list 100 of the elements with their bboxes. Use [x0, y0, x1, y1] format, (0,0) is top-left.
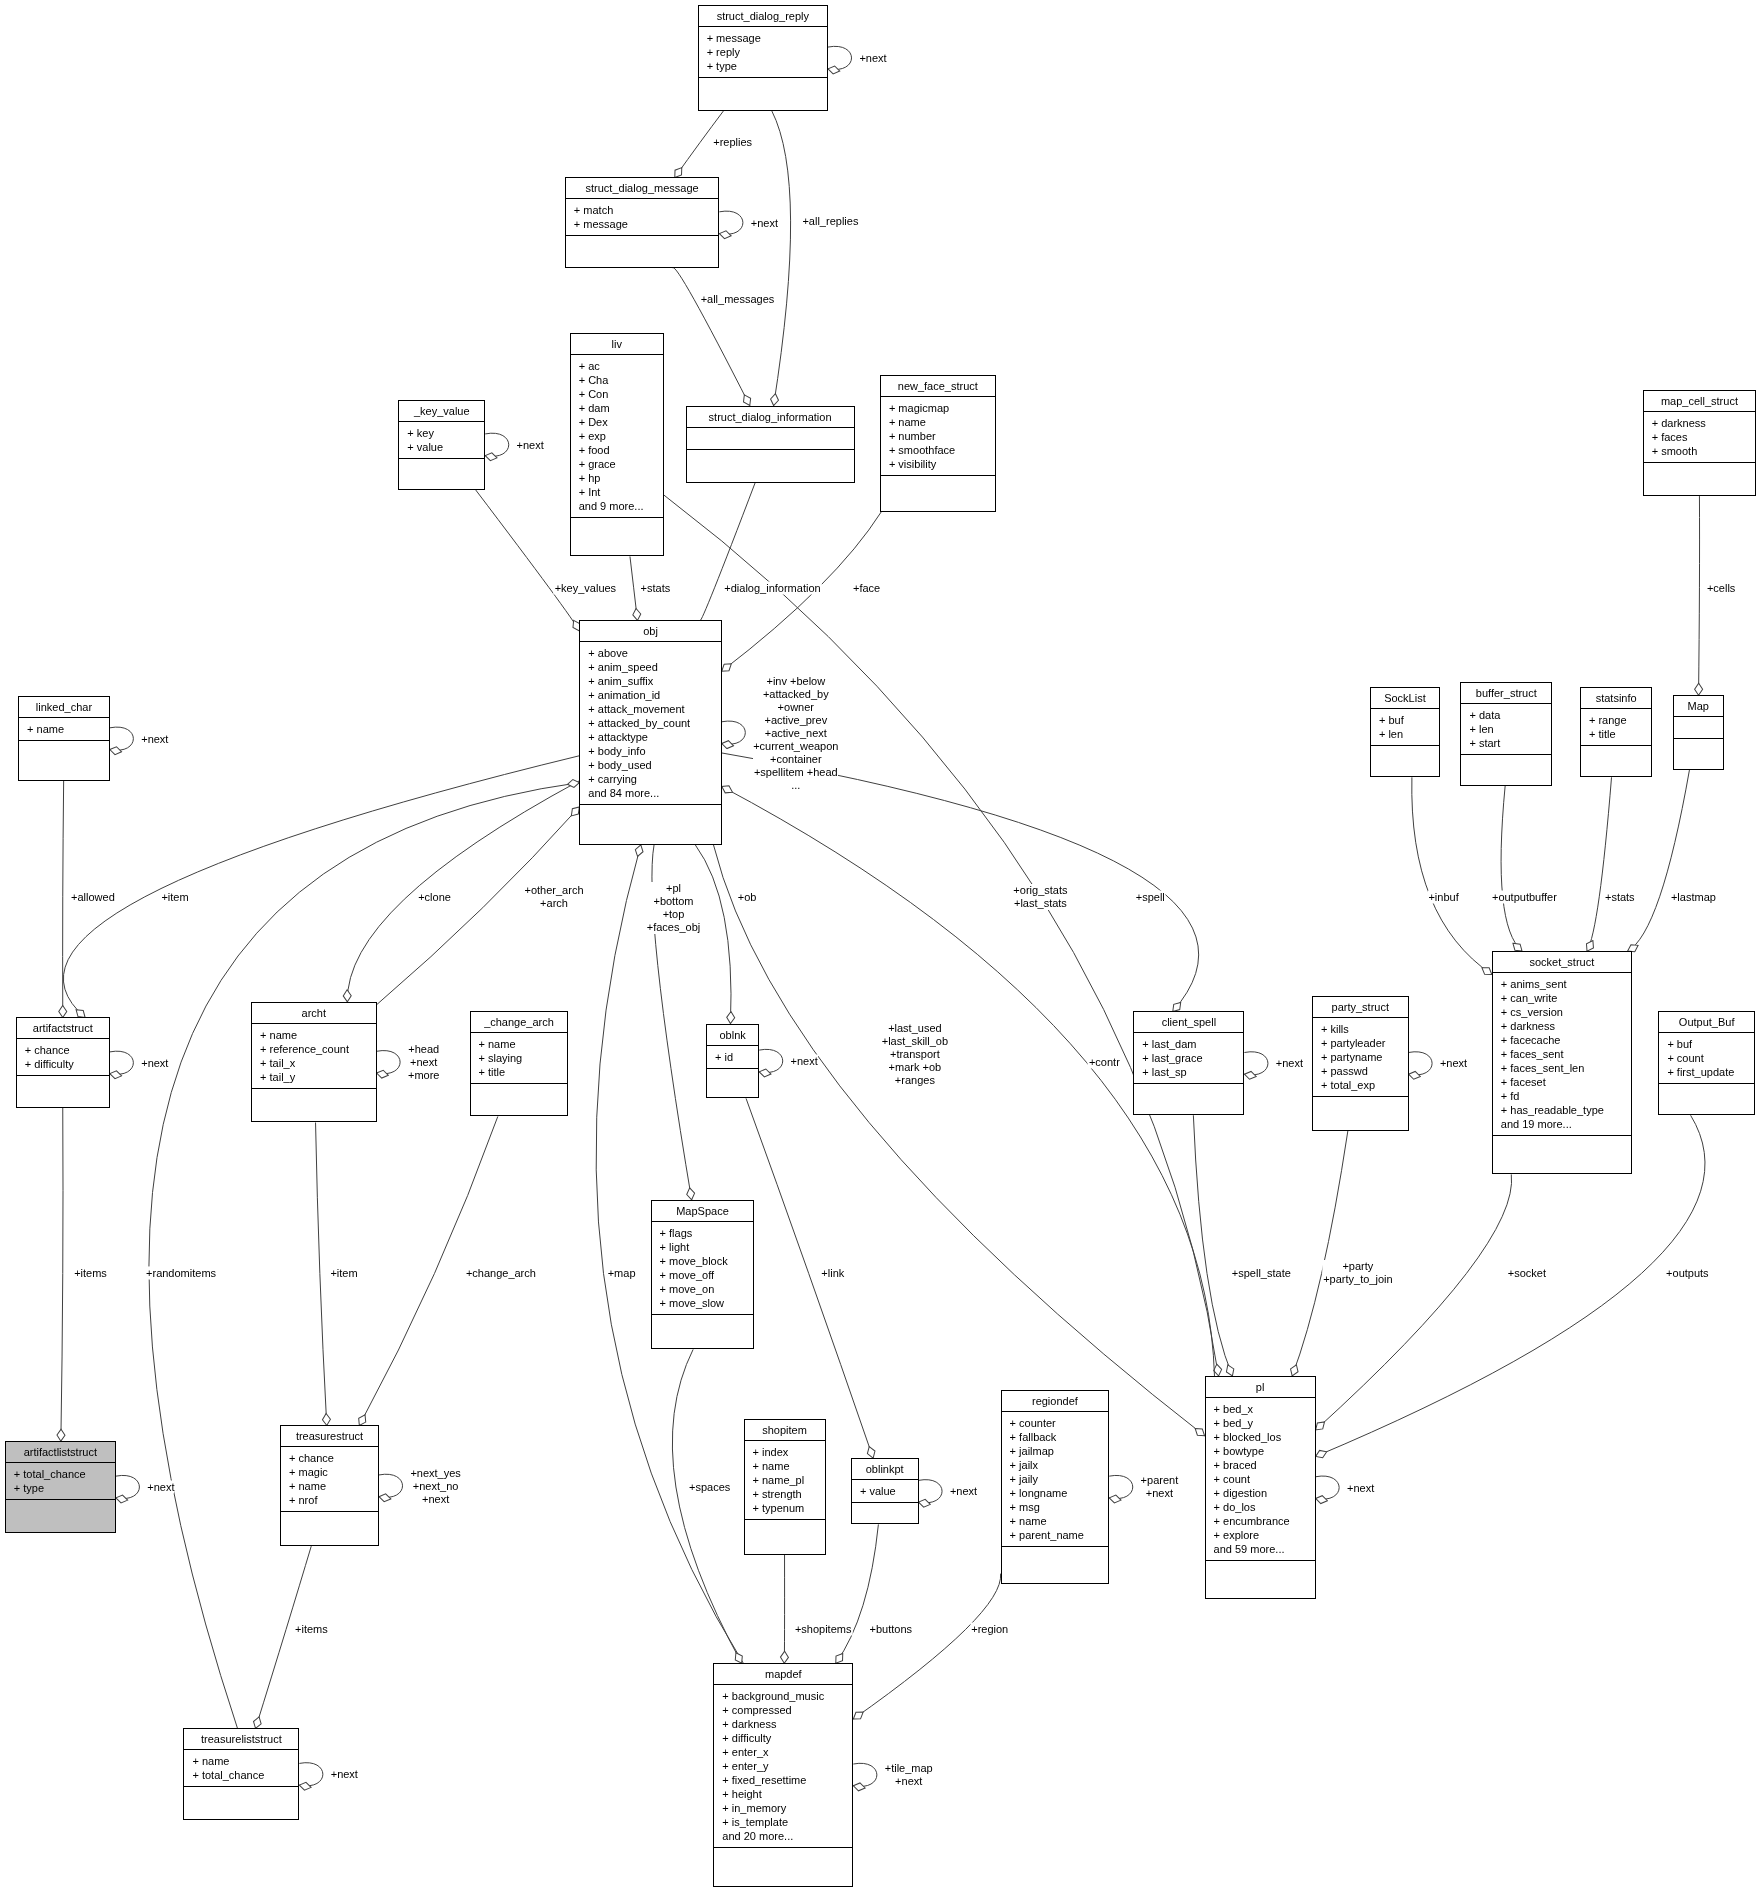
attribute: + name [478, 1037, 517, 1052]
connector [62, 755, 580, 1018]
attribute: + message [706, 30, 762, 45]
class-name: artifactliststruct [5, 1442, 115, 1464]
attribute: + grace [578, 457, 617, 472]
attribute: + buf [1378, 712, 1405, 727]
attribute: + typenum [752, 1501, 806, 1516]
class-name: party_struct [1313, 996, 1408, 1018]
connector [253, 1545, 312, 1729]
attribute: and 84 more... [588, 786, 661, 801]
edge-label: +items [294, 1622, 329, 1636]
attribute: + count [1213, 1471, 1251, 1486]
edge-label: +next [1439, 1056, 1468, 1070]
attribute: + enter_y [722, 1759, 770, 1774]
attribute: + counter [1009, 1416, 1057, 1431]
connector [1315, 1475, 1340, 1504]
attribute: + bed_x [1213, 1401, 1254, 1416]
class-name: SockList [1370, 687, 1439, 709]
edge-label: +face [852, 581, 882, 595]
edge-label: +tile_map +next [884, 1761, 933, 1788]
attribute: + tail_x [260, 1055, 297, 1070]
connector [718, 210, 744, 239]
attribute: + enter_x [722, 1745, 770, 1760]
attribute: + in_memory [722, 1801, 788, 1816]
class-box [1369, 686, 1440, 778]
edge-label: +shopitems [793, 1622, 853, 1636]
edge-label: +party +party_to_join [1322, 1260, 1394, 1287]
class-box [650, 1199, 755, 1350]
attribute: + last_grace [1142, 1051, 1204, 1066]
attribute: + last_sp [1142, 1065, 1188, 1080]
attribute: + name [289, 1479, 327, 1494]
connector [1108, 1474, 1134, 1503]
class-box [879, 375, 996, 512]
attribute: + id [715, 1049, 735, 1064]
connector [595, 844, 744, 1664]
connector [58, 780, 68, 1018]
attribute: + Cha [578, 373, 610, 388]
attribute: + faces_sent_len [1500, 1061, 1586, 1076]
edge-label: +next [516, 438, 544, 452]
connector [918, 1479, 943, 1508]
attribute: + len [1469, 721, 1495, 736]
connector [378, 1473, 404, 1502]
attribute: + value [859, 1484, 897, 1499]
class-box [1312, 995, 1409, 1131]
edge-label: +socket [1506, 1266, 1547, 1280]
attribute: + anim_suffix [588, 674, 655, 689]
attribute: + do_los [1213, 1499, 1257, 1514]
attribute: + move_off [659, 1267, 716, 1282]
attribute: + body_info [588, 744, 647, 759]
class-box [1000, 1390, 1110, 1584]
attribute: + fixed_resettime [722, 1773, 808, 1788]
attribute: + name [27, 722, 66, 737]
edge-label: +head +next +more [407, 1042, 440, 1082]
edge-label: +inbuf [1427, 890, 1460, 904]
class-name: Output_Buf [1659, 1012, 1754, 1034]
attribute: + len [1378, 726, 1405, 741]
attribute: and 59 more... [1213, 1541, 1286, 1556]
connector [1315, 1114, 1706, 1459]
class-name: map_cell_struct [1643, 390, 1756, 412]
connector [758, 1048, 784, 1077]
connector [1315, 1173, 1512, 1431]
edge-label: +change_arch [464, 1266, 537, 1280]
attribute: + ac [578, 359, 601, 374]
attribute: + buf [1667, 1037, 1694, 1052]
connector [674, 110, 724, 178]
attribute: + faces_sent [1500, 1047, 1565, 1062]
attribute: + slaying [478, 1051, 524, 1066]
connector [148, 779, 580, 1729]
edge-label: +item [160, 890, 190, 904]
attribute: + name [260, 1027, 299, 1042]
class-name: socket_struct [1492, 952, 1631, 974]
attribute: + attack_movement [588, 702, 686, 717]
connector [672, 267, 752, 407]
connector [852, 1762, 878, 1791]
attribute: + Con [578, 387, 610, 402]
class-box [1579, 686, 1653, 778]
attribute: + faces [1651, 429, 1689, 444]
attribute: + name [752, 1459, 791, 1474]
attribute: + name [1009, 1514, 1048, 1529]
class-box [1642, 389, 1757, 497]
attribute: + name [192, 1754, 231, 1769]
edge-label: +dialog_information [723, 581, 822, 595]
class-box [564, 177, 720, 268]
edge-label: +next [859, 51, 887, 65]
attribute: + cs_version [1500, 1005, 1564, 1020]
class-box [15, 1017, 110, 1108]
edge-label: +next [330, 1767, 358, 1781]
edge-label: +replies [712, 135, 754, 149]
attribute: + Dex [578, 415, 609, 430]
class-box [18, 696, 110, 781]
class-box [579, 620, 722, 845]
edge-label: +other_arch +arch [523, 883, 585, 910]
attribute: + match [573, 203, 615, 218]
edge-label: +next [141, 732, 169, 746]
attribute: + jaily [1009, 1472, 1040, 1487]
edge-label: +randomitems [145, 1266, 218, 1280]
connector [721, 785, 1215, 1377]
edge-label: +item [329, 1266, 359, 1280]
attribute: + magicmap [888, 401, 951, 416]
class-name: buffer_struct [1461, 682, 1552, 704]
